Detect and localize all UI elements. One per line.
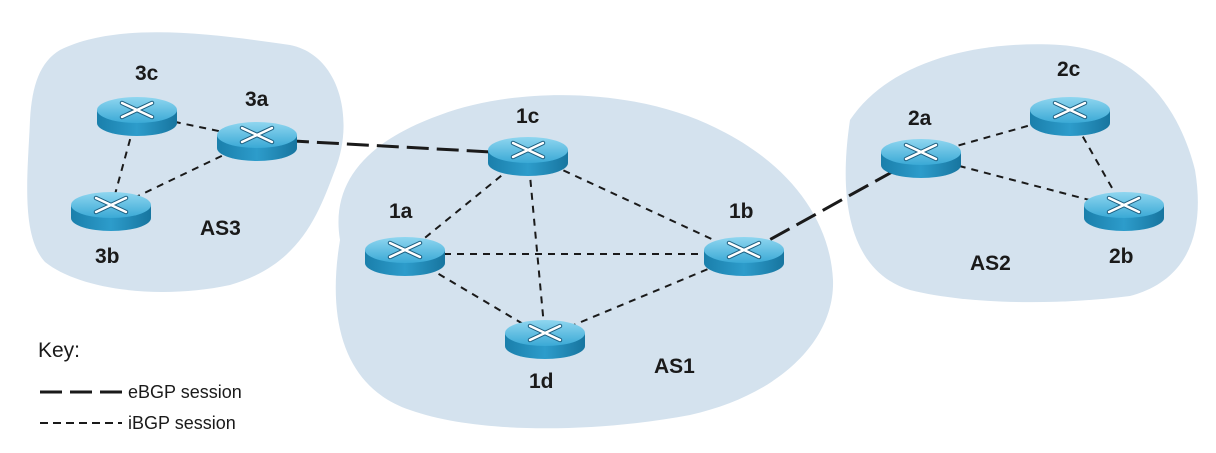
key-ebgp-label: eBGP session [128,381,242,402]
router-2c-icon [1030,97,1110,136]
session-ibgp-1c-1d [527,153,546,338]
router-3c-icon [97,97,177,136]
router-1d-icon [505,320,585,359]
as1-cloud [335,95,834,429]
key-ibgp-label: iBGP session [128,412,236,433]
label-1c: 1c [516,105,540,128]
label-3b: 3b [95,245,120,268]
router-1a-icon [365,237,445,276]
label-3c: 3c [135,62,159,85]
label-3a: 3a [245,88,269,111]
router-3a-icon [217,122,297,161]
session-ibgp-1c-1b [527,153,745,255]
label-as1: AS1 [654,355,695,378]
label-2a: 2a [908,107,932,130]
as2-cloud [845,44,1198,303]
label-1d: 1d [529,370,554,393]
label-2c: 2c [1057,58,1081,81]
router-1b-icon [704,237,784,276]
session-ibgp-1d-1b [544,253,745,338]
label-2b: 2b [1109,245,1134,268]
router-3b-icon [71,192,151,231]
router-1c-icon [488,137,568,176]
key-title: Key: [38,339,81,362]
label-1a: 1a [389,200,413,223]
label-1b: 1b [729,200,754,223]
router-2b-icon [1084,192,1164,231]
label-as2: AS2 [970,252,1011,275]
key-ebgp-row: eBGP session [38,380,242,404]
as3-cloud [27,32,344,292]
key-ibgp-row: iBGP session [38,411,236,435]
label-as3: AS3 [200,217,241,240]
session-ebgp-3a-1c [256,137,529,156]
router-2a-icon [881,139,961,178]
